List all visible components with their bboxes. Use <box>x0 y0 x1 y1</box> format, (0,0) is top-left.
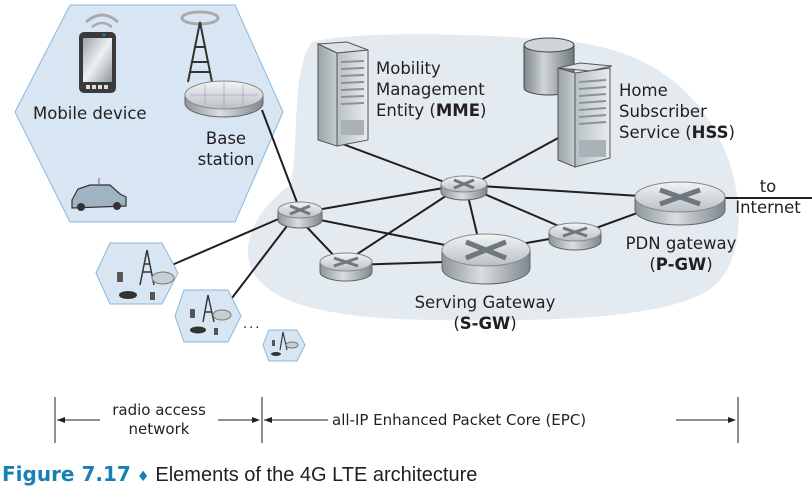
router-mid <box>548 222 602 251</box>
internet-label: to Internet <box>730 176 806 218</box>
link-hss-to-central <box>469 136 561 187</box>
sgw-abbr: S-GW <box>459 314 511 333</box>
hss-label: Home Subscriber Service (HSS) <box>619 80 735 143</box>
sgw-label-line1: Serving Gateway <box>414 293 556 312</box>
mobile-device-icon <box>79 13 119 93</box>
hss-label-line3: Service (HSS) <box>619 123 735 142</box>
sgw-label: Serving Gateway (S-GW) <box>405 292 565 334</box>
figure-caption: Figure 7.17 ♦ Elements of the 4G LTE archi… <box>2 462 477 487</box>
cell-hexagon-small-1 <box>95 242 179 305</box>
router-pgw <box>634 181 726 226</box>
caption-separator-icon: ♦ <box>136 469 150 485</box>
car-icon <box>71 178 127 211</box>
ran-span-label-line1: radio access <box>112 401 206 419</box>
base-station-label-line2: station <box>197 150 255 169</box>
ran-span-label-line2: network <box>128 420 190 438</box>
link-central-to-mid <box>474 189 569 231</box>
router-central <box>440 175 488 201</box>
mme-label-line3: Entity (MME) <box>376 101 487 120</box>
epc-region <box>247 34 739 321</box>
hss-server-icon <box>557 62 613 168</box>
mme-abbr: MME <box>435 101 480 120</box>
mme-label-line2: Management <box>376 80 485 99</box>
link-router-to-central <box>304 185 456 213</box>
link-base-station-to-enodeb-router <box>261 109 299 206</box>
arrowhead-epc-right <box>728 417 736 423</box>
more-cells-ellipsis: ... <box>243 317 262 332</box>
cell-hexagon-small-3 <box>262 329 306 362</box>
link-central-to-pgw <box>479 185 641 197</box>
pgw-label-line1: PDN gateway <box>625 234 737 253</box>
arrowhead-ran-left <box>57 417 65 423</box>
mobile-device-label: Mobile device <box>33 104 147 123</box>
link-central-to-small <box>344 189 456 263</box>
base-station-label-line1: Base <box>205 129 247 148</box>
base-station-icon <box>180 10 264 118</box>
pgw-label-line2: (P-GW) <box>649 255 713 274</box>
link-cell2-to-router <box>231 221 291 299</box>
mme-label-line1: Mobility <box>376 59 441 78</box>
hss-abbr: HSS <box>691 123 729 142</box>
link-cell1-to-router <box>171 213 291 266</box>
sgw-label-line2: (S-GW) <box>453 314 517 333</box>
mme-server-icon <box>316 41 369 147</box>
internet-label-line2: Internet <box>735 198 801 217</box>
hss-label-line2: Subscriber <box>619 102 707 121</box>
base-station-label: Base station <box>196 128 256 170</box>
router-sgw <box>441 233 531 285</box>
arrowhead-ran-right <box>252 417 260 423</box>
ran-span-label: radio access network <box>100 401 218 439</box>
pgw-label: PDN gateway (P-GW) <box>616 233 746 275</box>
cell-hexagon-small-2 <box>174 289 242 343</box>
epc-span-label: all-IP Enhanced Packet Core (EPC) <box>332 411 587 429</box>
router-small <box>319 252 373 282</box>
router-enodeb-side <box>277 201 323 229</box>
internet-label-line1: to <box>759 177 777 196</box>
arrowhead-epc-left <box>264 417 272 423</box>
figure-title: Elements of the 4G LTE architecture <box>155 464 478 486</box>
hss-label-line1: Home <box>619 81 668 100</box>
link-mme-to-central <box>331 139 456 187</box>
mme-label: Mobility Management Entity (MME) <box>376 58 486 121</box>
pgw-abbr: P-GW <box>655 255 707 274</box>
figure-number: Figure 7.17 <box>2 462 131 486</box>
